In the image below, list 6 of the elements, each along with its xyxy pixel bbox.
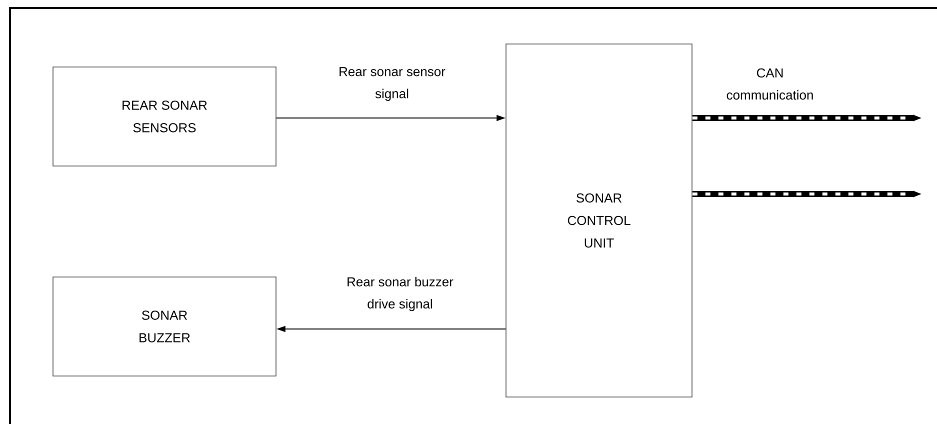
edge-label: Rear sonar buzzer drive signal bbox=[339, 276, 461, 312]
edge-label: Rear sonar sensor signal bbox=[331, 66, 453, 102]
block-box: SONAR CONTROL UNIT bbox=[506, 44, 692, 398]
edge-label: CAN communication bbox=[719, 67, 821, 101]
block-box: SONAR BUZZER bbox=[52, 276, 276, 376]
block-box: REAR SONAR SENSORS bbox=[52, 66, 276, 166]
